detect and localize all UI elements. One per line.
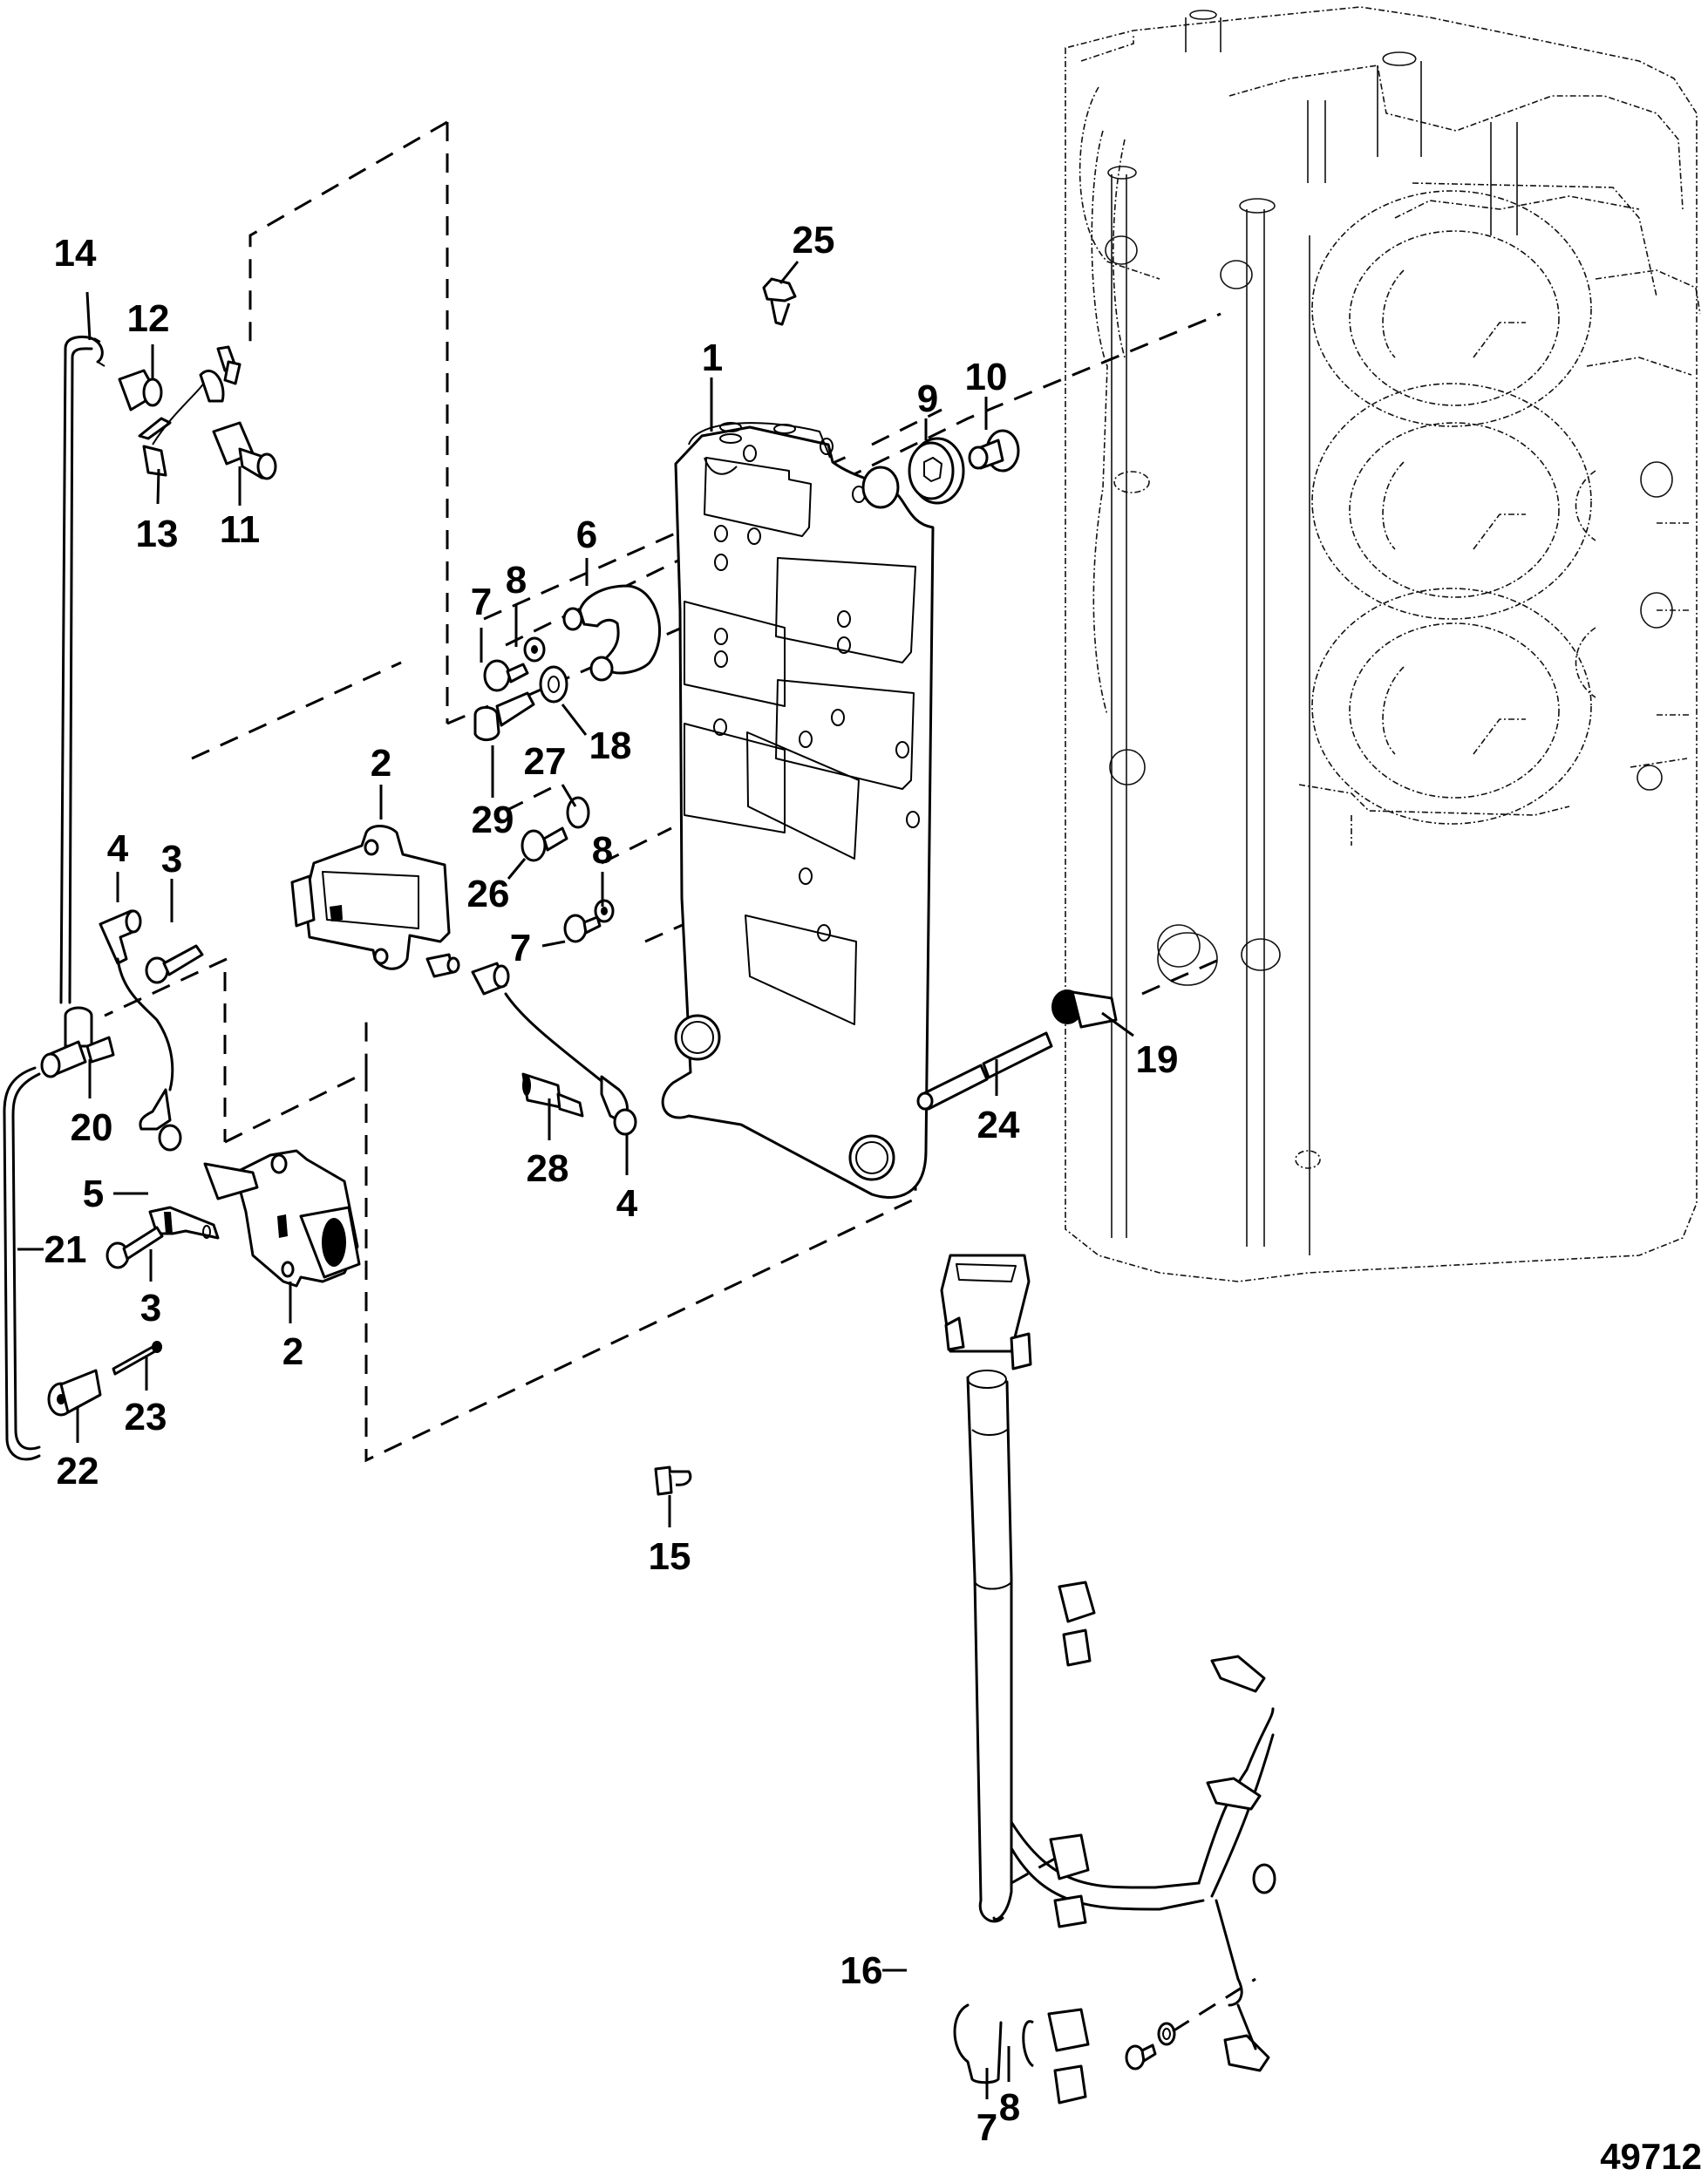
callout-2-upper: 2 — [371, 742, 391, 785]
callout-11: 11 — [220, 508, 261, 551]
washer-18 — [539, 665, 568, 704]
screw-7-upper — [483, 659, 529, 692]
wiring-harness-16 — [940, 1254, 1276, 2105]
sensor-clip-13 — [138, 345, 242, 477]
callout-23: 23 — [125, 1396, 167, 1438]
retainer-clip-25 — [762, 277, 797, 326]
bolt-29 — [473, 691, 535, 741]
ignition-coil-2-lower — [203, 1149, 361, 1288]
callout-26: 26 — [467, 873, 510, 915]
callout-20: 20 — [71, 1106, 113, 1149]
engine-block — [1065, 6, 1701, 1282]
figure-number: 49712 — [1600, 2136, 1702, 2176]
sensor-11 — [212, 421, 277, 480]
sensor-28 — [521, 1072, 584, 1118]
ignition-coil-2-upper — [290, 825, 460, 978]
callout-9: 9 — [917, 377, 938, 420]
callout-7-upper: 7 — [471, 581, 492, 623]
callout-28: 28 — [527, 1147, 569, 1190]
connector-22 — [47, 1369, 102, 1417]
callout-5: 5 — [83, 1173, 104, 1215]
pin-23 — [112, 1341, 162, 1376]
callout-6: 6 — [576, 513, 597, 556]
callout-3-lower: 3 — [140, 1287, 161, 1329]
callout-14: 14 — [54, 232, 97, 275]
leader-lines — [17, 261, 1134, 2099]
screw-26 — [521, 826, 568, 862]
callout-labels: 14 12 13 11 1 9 10 25 6 8 7 18 29 27 26 … — [44, 219, 1702, 2176]
callout-3-upper: 3 — [161, 838, 182, 881]
tube-24 — [916, 1031, 1053, 1111]
callout-18: 18 — [589, 724, 632, 767]
screw-7-lower — [1125, 2043, 1157, 2071]
harness-connectors — [1022, 1581, 1270, 2105]
callout-15: 15 — [649, 1535, 691, 1578]
callout-24: 24 — [977, 1104, 1020, 1146]
tee-fitting-20 — [40, 1006, 115, 1078]
bushing-10 — [968, 429, 1020, 473]
callout-7-lower: 7 — [976, 2106, 997, 2149]
callout-8-upper: 8 — [506, 559, 527, 602]
washer-27 — [566, 796, 590, 829]
callout-21: 21 — [44, 1228, 87, 1271]
callout-7-mid: 7 — [510, 927, 531, 969]
callout-4-lower: 4 — [616, 1182, 638, 1225]
clip-15 — [654, 1465, 692, 1496]
cylinder-bores — [1311, 190, 1592, 825]
coil-bolt-3-lower — [105, 1226, 164, 1269]
callout-22: 22 — [57, 1450, 99, 1493]
spark-plug-lead-4-lower — [471, 962, 637, 1136]
washer-8-lower — [1157, 2022, 1176, 2046]
callout-13: 13 — [136, 513, 179, 555]
harness-guide-line — [1172, 1977, 1256, 2033]
callout-16: 16 — [840, 1949, 883, 1992]
callout-25: 25 — [793, 219, 835, 262]
callout-8-mid: 8 — [592, 829, 613, 872]
hose-14 — [59, 336, 105, 1004]
callout-4-upper: 4 — [107, 827, 129, 870]
fitting-12 — [118, 369, 163, 411]
callout-29: 29 — [472, 799, 514, 841]
callout-1: 1 — [702, 337, 723, 379]
mounting-plate — [661, 422, 935, 1199]
callout-10: 10 — [965, 356, 1008, 398]
plate-holes — [713, 438, 920, 942]
spark-plug-lead-4-upper — [99, 909, 182, 1152]
coil-bolt-3-upper — [145, 944, 204, 984]
fitting-19 — [1051, 989, 1118, 1029]
callout-27: 27 — [524, 740, 567, 783]
screw-7-mid — [563, 914, 602, 943]
callout-8-lower: 8 — [999, 2086, 1020, 2129]
ground-strap-6 — [562, 584, 662, 682]
callout-12: 12 — [127, 297, 170, 340]
hose-21 — [3, 1066, 41, 1461]
callout-19: 19 — [1136, 1038, 1179, 1081]
callout-2-lower: 2 — [282, 1330, 303, 1373]
washer-8-mid — [594, 899, 615, 923]
grommet-9 — [908, 437, 965, 505]
washer-8-upper — [523, 636, 546, 663]
